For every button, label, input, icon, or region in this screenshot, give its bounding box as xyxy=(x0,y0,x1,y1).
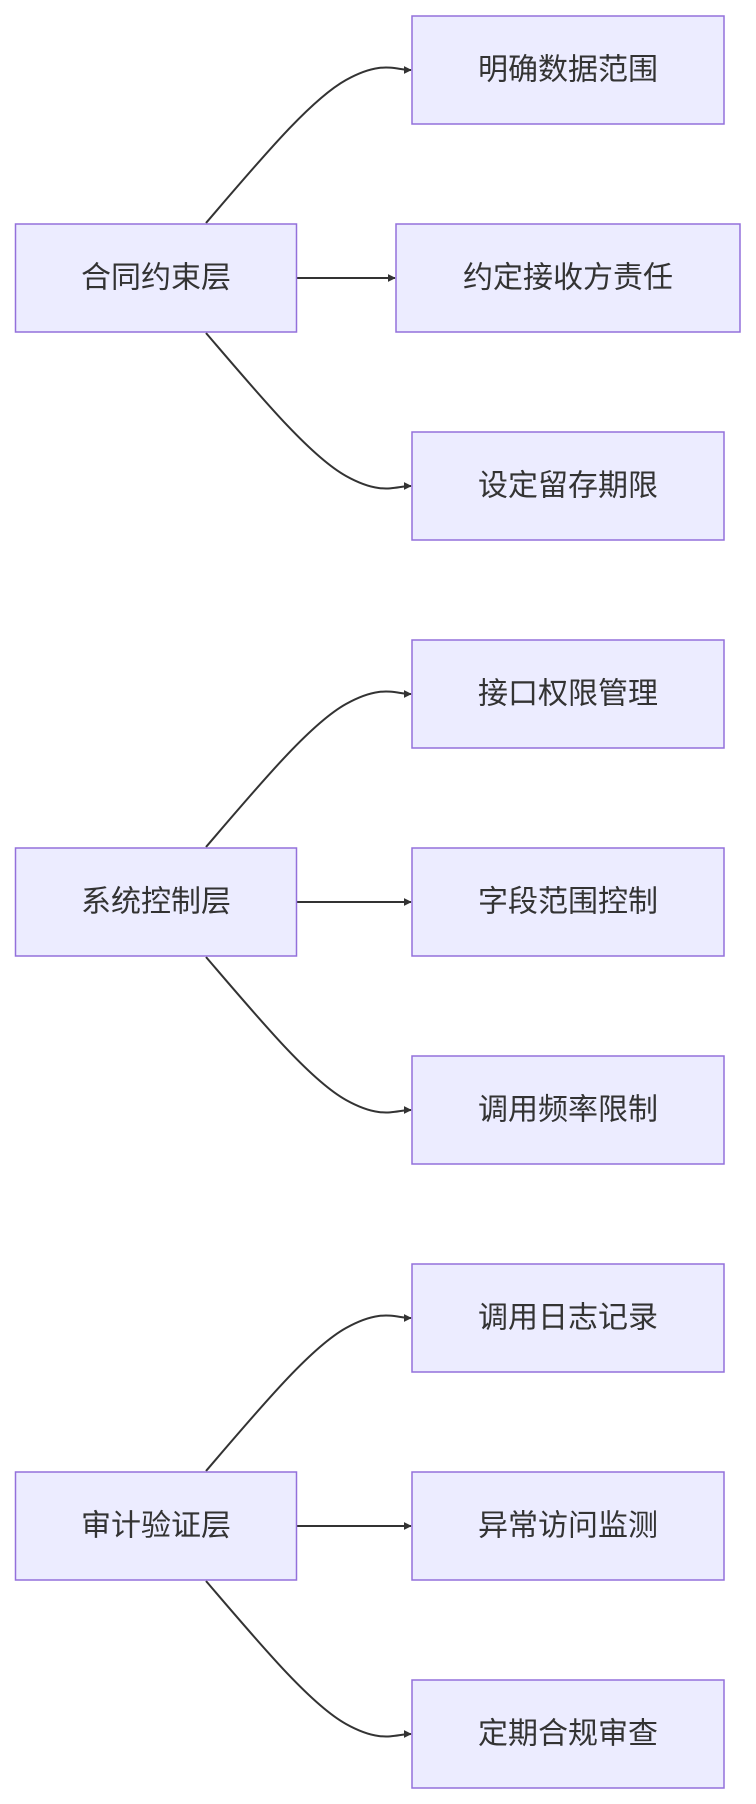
node-label: 审计验证层 xyxy=(81,1509,231,1544)
node-label: 系统控制层 xyxy=(81,885,231,920)
node-label: 合同约束层 xyxy=(81,261,231,296)
node-data-scope[interactable]: 明确数据范围 xyxy=(411,15,725,125)
node-contract-layer[interactable]: 合同约束层 xyxy=(14,223,298,333)
node-audit-layer[interactable]: 审计验证层 xyxy=(14,1471,298,1581)
node-label: 调用日志记录 xyxy=(478,1301,658,1336)
edge-contract-to-retention xyxy=(205,332,412,491)
edge-contract-to-scope xyxy=(205,65,412,224)
node-label: 调用频率限制 xyxy=(478,1093,658,1128)
node-field-scope-control[interactable]: 字段范围控制 xyxy=(411,847,725,957)
node-label: 定期合规审查 xyxy=(478,1717,658,1752)
edge-audit-to-compliance xyxy=(205,1580,412,1739)
node-interface-permission[interactable]: 接口权限管理 xyxy=(411,639,725,749)
node-call-log[interactable]: 调用日志记录 xyxy=(411,1263,725,1373)
edge-system-to-rate-limit xyxy=(205,956,412,1115)
group-audit-layer: 审计验证层 调用日志记录 异常访问监测 定期合规审查 xyxy=(14,1263,725,1789)
node-retention-period[interactable]: 设定留存期限 xyxy=(411,431,725,541)
node-anomaly-monitoring[interactable]: 异常访问监测 xyxy=(411,1471,725,1581)
edge-system-to-permission xyxy=(205,689,412,848)
edge-audit-to-call-log xyxy=(205,1313,412,1472)
node-system-control-layer[interactable]: 系统控制层 xyxy=(14,847,298,957)
node-label: 异常访问监测 xyxy=(478,1509,658,1544)
group-contract-layer: 合同约束层 明确数据范围 约定接收方责任 设定留存期限 xyxy=(14,15,741,541)
node-recipient-responsibility[interactable]: 约定接收方责任 xyxy=(395,223,741,333)
node-label: 明确数据范围 xyxy=(478,53,658,88)
node-label: 字段范围控制 xyxy=(478,885,658,920)
node-label: 约定接收方责任 xyxy=(463,261,673,296)
node-label: 接口权限管理 xyxy=(478,677,658,712)
node-compliance-review[interactable]: 定期合规审查 xyxy=(411,1679,725,1789)
node-label: 设定留存期限 xyxy=(478,469,658,504)
node-call-rate-limit[interactable]: 调用频率限制 xyxy=(411,1055,725,1165)
group-system-control-layer: 系统控制层 接口权限管理 字段范围控制 调用频率限制 xyxy=(14,639,725,1165)
